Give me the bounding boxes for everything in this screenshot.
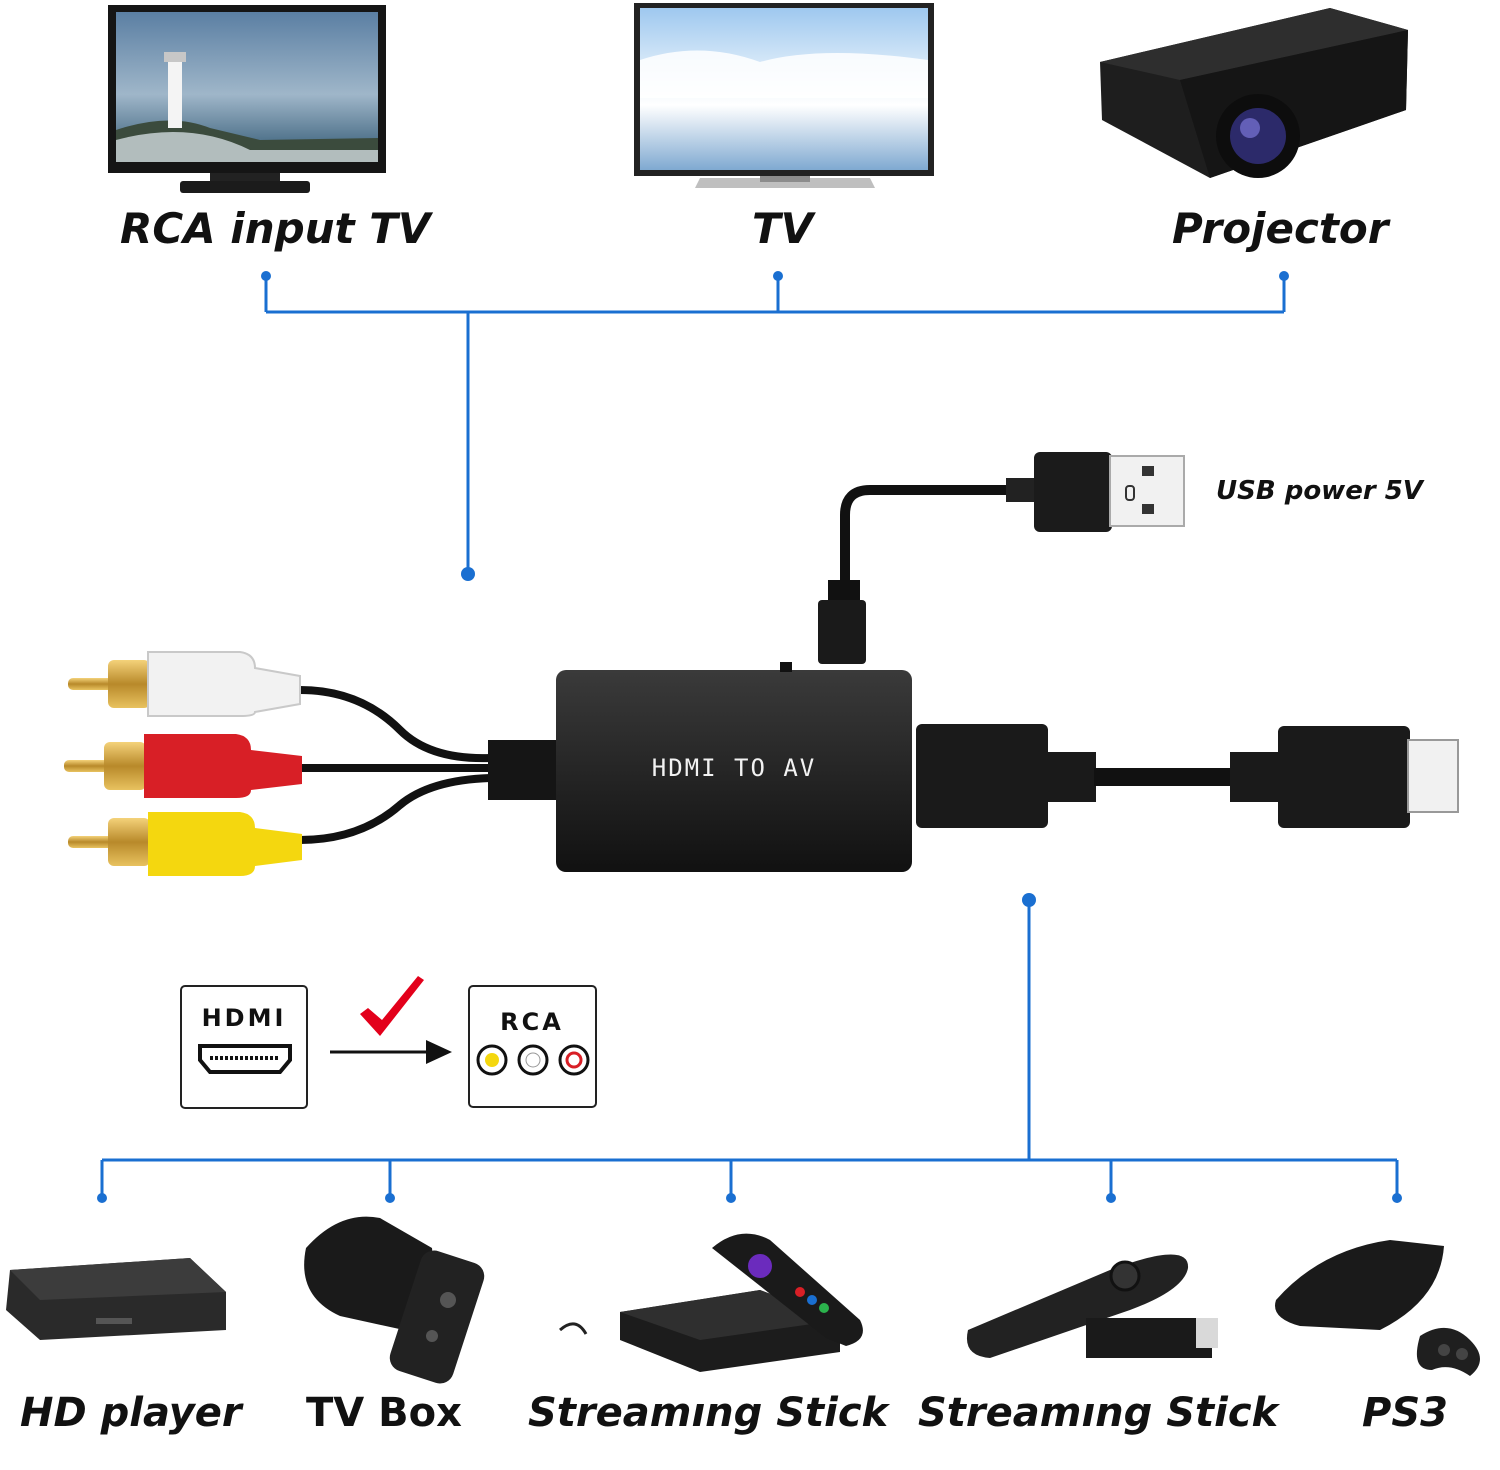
badge-to-label: RCA [500, 1008, 564, 1036]
rca-white-plug [68, 651, 301, 717]
media-player-icon [6, 1258, 226, 1340]
check-icon [360, 976, 424, 1036]
projector-icon [1100, 8, 1408, 178]
usb-power-label: USB power 5V [1216, 476, 1423, 506]
source-label-hd-player: HD player [20, 1390, 242, 1436]
source-connector-dots [97, 893, 1402, 1203]
source-label-streaming-stick-2: Streamıng Stick [918, 1390, 1279, 1436]
fire-stick-icon [966, 1254, 1218, 1358]
rca-input-tv-icon [108, 5, 386, 193]
rca-strain-relief [488, 740, 560, 800]
source-label-ps3: PS3 [1362, 1390, 1448, 1436]
badge-from-label: HDMI [202, 1004, 287, 1032]
source-label-tv-box: TV Box [306, 1390, 462, 1436]
rca-red-plug [64, 734, 302, 798]
converter-box [556, 662, 912, 872]
output-label-projector: Projector [1172, 204, 1389, 253]
output-label-rca-tv: RCA input TV [120, 204, 431, 253]
converter-label: HDMI TO AV [652, 754, 817, 782]
hdmi-badge [180, 985, 308, 1109]
source-connector-lines [100, 900, 1399, 1198]
source-label-streaming-stick-1: Streamıng Stick [528, 1390, 889, 1436]
streaming-box-icon [559, 1233, 863, 1372]
game-console-icon [1275, 1240, 1480, 1376]
conversion-arrow [330, 1040, 452, 1064]
output-connector-dots [261, 271, 1289, 581]
rca-yellow-plug [68, 812, 302, 876]
tv-box-icon [304, 1216, 485, 1384]
usb-cable [818, 452, 1185, 664]
hdmi-cable [916, 724, 1459, 828]
rca-cables [299, 686, 491, 844]
tv-icon [634, 3, 934, 188]
output-connector-lines [264, 276, 1286, 574]
rca-badge [468, 985, 597, 1108]
output-label-tv: TV [752, 204, 814, 253]
